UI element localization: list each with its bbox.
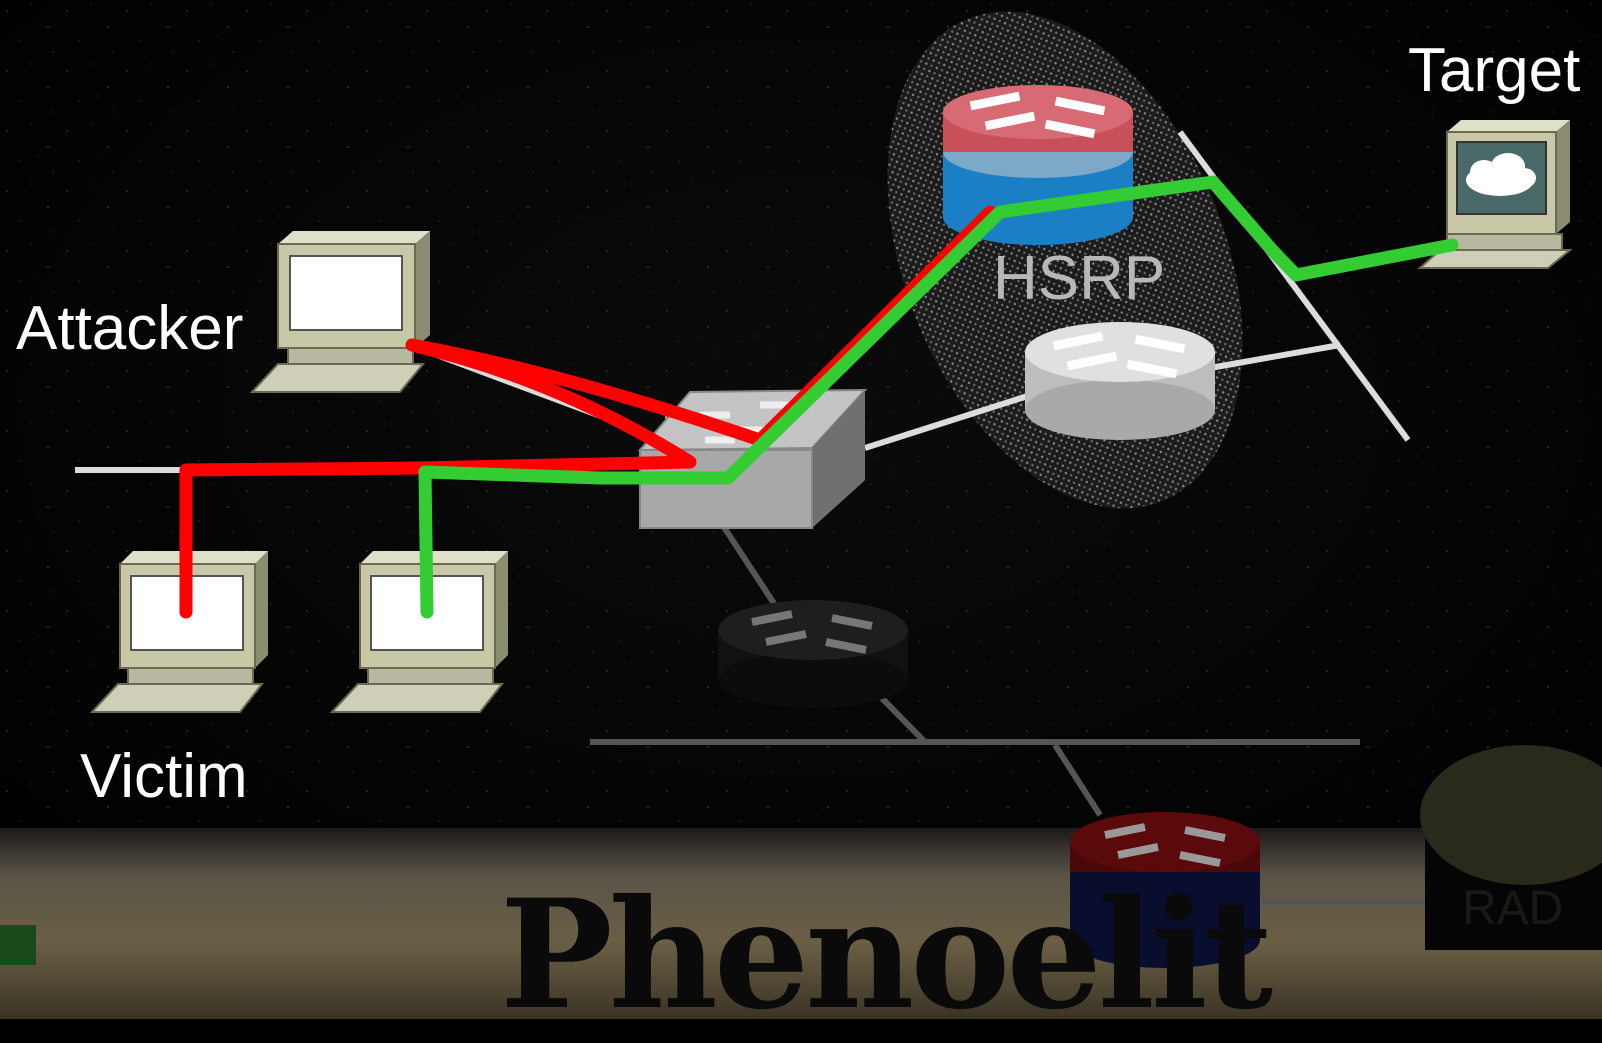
ground-accent — [0, 925, 36, 965]
router-icon-lower — [718, 600, 908, 708]
database-icon — [1420, 745, 1602, 950]
router-icon-dark — [1070, 812, 1260, 968]
target-label: Target — [1408, 36, 1581, 105]
laptop-icon-attacker — [249, 231, 430, 393]
legit-path — [418, 175, 1459, 619]
network-diagram — [0, 0, 1602, 1019]
router-icon-hsrp-standby — [1025, 322, 1215, 440]
workstation-icon-target — [1417, 120, 1573, 269]
ground-strip — [0, 828, 1602, 1019]
cloud-icon — [1466, 153, 1536, 196]
attacker-label: Attacker — [16, 294, 244, 363]
background-logo: Phenoelit — [500, 867, 1273, 1043]
attack-path — [179, 205, 997, 619]
server-label: RAD — [1462, 882, 1564, 935]
hsrp-label: HSRP — [993, 244, 1166, 313]
lower-links — [590, 516, 1440, 905]
router-icon-hsrp-active — [943, 85, 1133, 245]
victim-label: Victim — [80, 742, 248, 811]
laptop-icon-second-host — [329, 551, 508, 713]
